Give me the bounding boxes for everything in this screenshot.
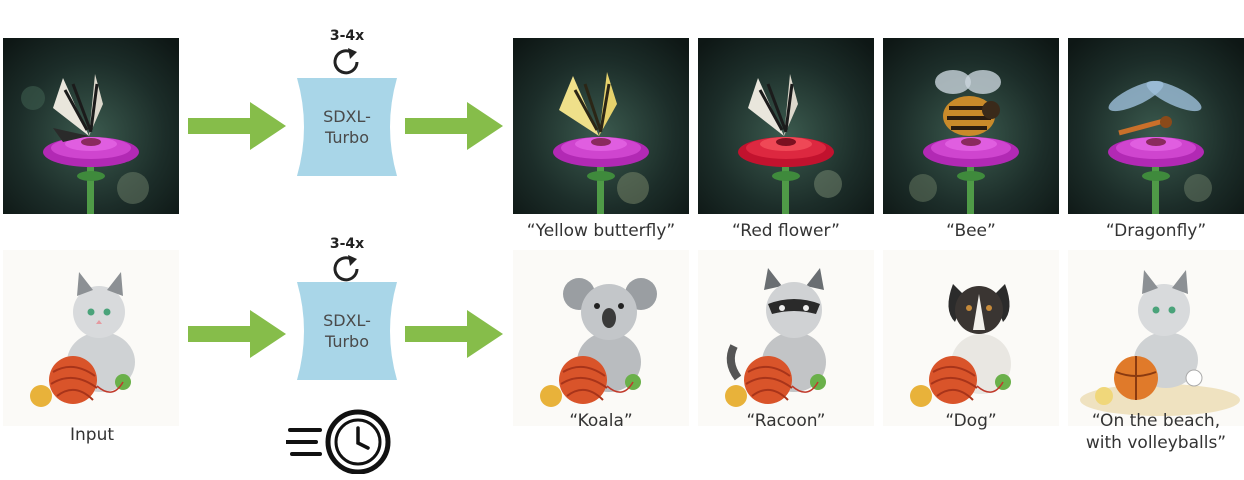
model-label-line2: Turbo <box>324 332 369 351</box>
output-photo-bee <box>883 38 1059 214</box>
output-photo-yellow-butterfly <box>513 38 689 214</box>
output-sketch-kitten-beach <box>1068 250 1244 426</box>
caption-red-flower: “Red flower” <box>732 221 840 241</box>
caption-bee: “Bee” <box>946 221 996 241</box>
refresh-icon <box>333 255 359 282</box>
caption-beach-line1: “On the beach, <box>1091 411 1221 431</box>
input-sketch-kitten <box>3 250 179 426</box>
sdxl-turbo-model-shape <box>297 282 397 380</box>
model-label-line2: Turbo <box>324 128 369 147</box>
model-label: SDXL- Turbo <box>291 310 403 352</box>
caption-beach-volleyballs: “On the beach, with volleyballs” <box>1056 410 1244 454</box>
iterations-label: 3-4x <box>329 28 365 44</box>
input-photo-butterfly <box>3 38 179 214</box>
model-label-line1: SDXL- <box>323 107 371 126</box>
model-label-line1: SDXL- <box>323 311 371 330</box>
output-sketch-racoon <box>698 250 874 426</box>
model-label: SDXL- Turbo <box>291 106 403 148</box>
caption-dog: “Dog” <box>945 411 997 431</box>
caption-dragonfly: “Dragonfly” <box>1105 221 1207 241</box>
output-photo-red-flower <box>698 38 874 214</box>
refresh-icon <box>333 48 359 75</box>
caption-racoon: “Racoon” <box>746 411 826 431</box>
arrow-icon <box>188 102 286 150</box>
fast-clock-icon <box>286 409 391 474</box>
arrow-icon <box>188 310 286 358</box>
iterations-label: 3-4x <box>329 236 365 252</box>
arrow-icon <box>405 102 503 150</box>
butterfly <box>53 74 103 142</box>
arrow-icon <box>405 310 503 358</box>
sdxl-turbo-model-shape <box>297 78 397 176</box>
caption-input: Input <box>69 425 115 445</box>
caption-koala: “Koala” <box>569 411 633 431</box>
output-sketch-dog <box>883 250 1059 426</box>
caption-yellow-butterfly: “Yellow butterfly” <box>526 221 676 241</box>
output-photo-dragonfly <box>1068 38 1244 214</box>
caption-beach-line2: with volleyballs” <box>1085 433 1227 453</box>
output-sketch-koala <box>513 250 689 426</box>
